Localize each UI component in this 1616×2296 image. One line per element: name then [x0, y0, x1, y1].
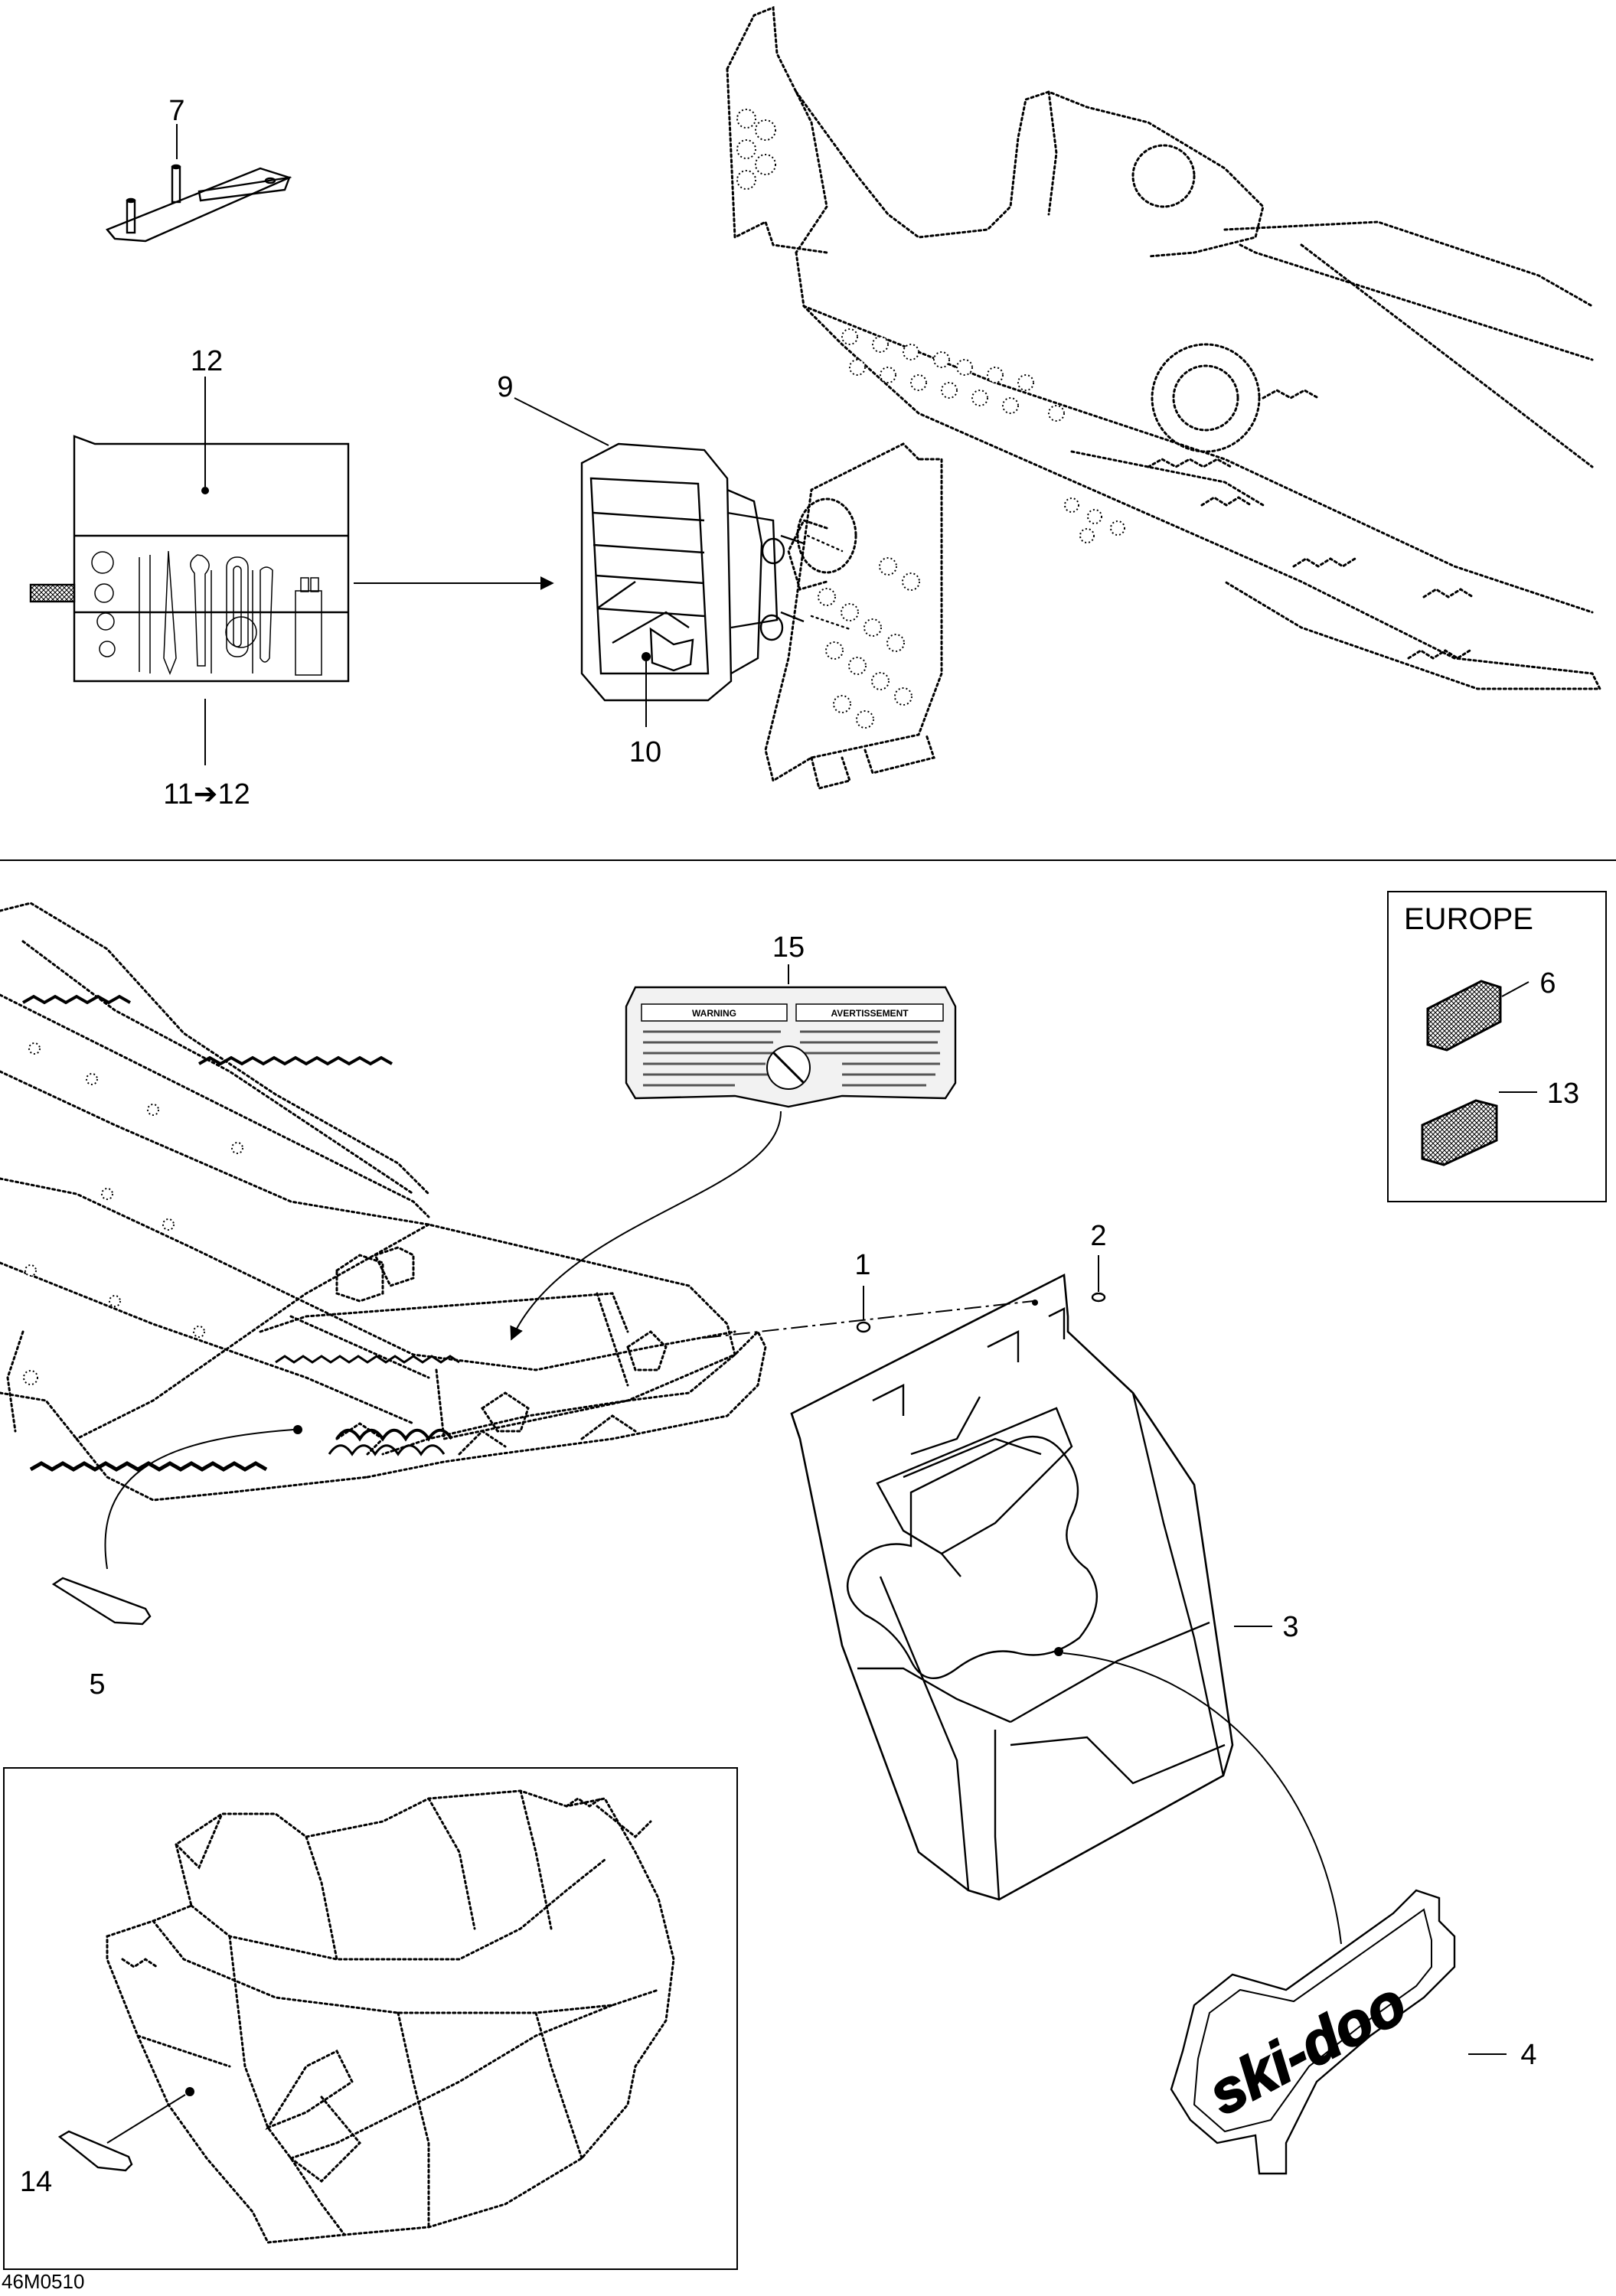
part-4-logo-decal: ski-doo — [1170, 1889, 1456, 2175]
part-7-bracket — [106, 164, 292, 243]
callout-9: 9 — [497, 371, 513, 403]
callout-13: 13 — [1547, 1078, 1579, 1110]
chassis-frame-phantom — [726, 5, 1602, 790]
chassis-holes — [736, 109, 1125, 729]
part-5-reflector — [51, 1577, 152, 1626]
part-12-tool-kit — [29, 435, 350, 683]
leader-6 — [1501, 981, 1529, 997]
part-9-storage-box — [580, 442, 851, 702]
inset-panel — [3, 1767, 738, 2270]
tools — [91, 550, 322, 676]
leader-9 — [514, 397, 609, 446]
europe-panel: EUROPE 6 13 — [1387, 891, 1607, 1202]
part-13-reflector — [1421, 1099, 1498, 1166]
part-2-screw — [1032, 1292, 1106, 1306]
part-14-reflector — [57, 2130, 133, 2172]
pointer-dot-5 — [293, 1425, 302, 1434]
pointer-dot-12 — [201, 487, 209, 494]
axis-line — [704, 1300, 1034, 1339]
callout-14: 14 — [20, 2166, 52, 2198]
callout-10: 10 — [629, 736, 661, 768]
part-15-warning-decal: WARNING AVERTISSEMENT — [625, 986, 957, 1108]
part-6-reflector — [1426, 980, 1502, 1052]
leader-4-location — [1063, 1652, 1342, 1945]
part-1-washer — [856, 1321, 871, 1333]
part-3-snow-flap — [790, 1273, 1234, 1901]
inset-cowl-phantom — [106, 1789, 675, 2244]
pointer-dot-10 — [642, 652, 651, 661]
decal-warning-heading: WARNING — [692, 1008, 736, 1019]
pointer-dot-4 — [1054, 1647, 1063, 1656]
callout-2: 2 — [1090, 1220, 1106, 1252]
leader-5 — [104, 1429, 294, 1570]
callout-3: 3 — [1282, 1611, 1298, 1643]
callout-6: 6 — [1539, 967, 1556, 1000]
decal-avertissement-heading: AVERTISSEMENT — [831, 1008, 909, 1019]
callout-12: 12 — [191, 345, 223, 377]
decal-15-location-arrow — [510, 1110, 782, 1341]
europe-label: EUROPE — [1404, 902, 1533, 936]
pointer-dot-14 — [185, 2087, 194, 2096]
figure-code: 46M0510 — [2, 2270, 84, 2293]
callout-11-12: 11➔12 — [163, 778, 250, 810]
rear-frame-phantom — [0, 902, 767, 1502]
leader-14 — [106, 2094, 186, 2144]
callout-7: 7 — [168, 95, 184, 127]
callout-15: 15 — [772, 931, 805, 964]
callout-4: 4 — [1520, 2039, 1536, 2071]
callout-1: 1 — [854, 1249, 870, 1281]
callout-5: 5 — [89, 1668, 105, 1701]
